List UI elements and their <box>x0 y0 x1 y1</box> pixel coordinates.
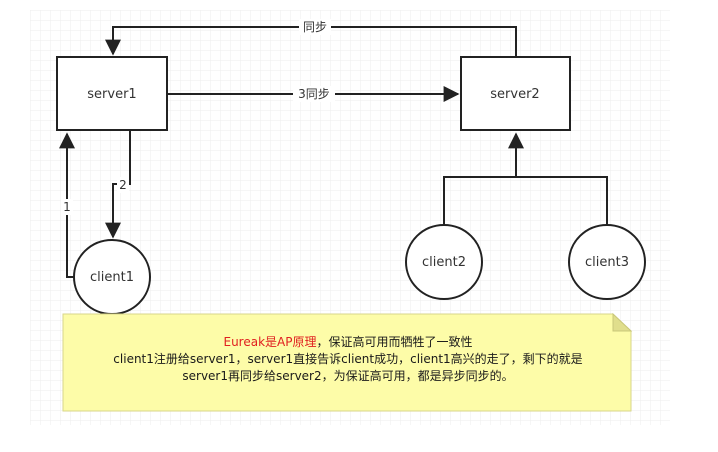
client1-label: client1 <box>90 270 134 285</box>
edge-sync-3-label-bg <box>293 86 335 102</box>
edge-client2-server2 <box>443 132 524 225</box>
note-highlight: Eureak是AP原理 <box>223 335 317 349</box>
note-line-2: client1注册给server1，server1直接告诉client成功，cl… <box>113 352 583 366</box>
edge-step-1-label: 1 <box>63 200 71 214</box>
edge-sync-top-label-bg <box>299 19 331 35</box>
edge-step-1-label-bg <box>61 199 73 215</box>
client2-label: client2 <box>422 255 466 270</box>
server1-label: server1 <box>87 87 136 102</box>
note-shape <box>62 313 632 412</box>
edge-sync-3-label: 3同步 <box>298 87 330 101</box>
edge-sync-top-label: 同步 <box>303 20 327 34</box>
note-line-1: Eureak是AP原理，保证高可用而牺牲了一致性 <box>68 334 628 351</box>
note-line-3: server1再同步给server2，为保证高可用，都是异步同步的。 <box>182 369 514 383</box>
note-text: Eureak是AP原理，保证高可用而牺牲了一致性 client1注册给serve… <box>68 334 628 385</box>
server2-label: server2 <box>490 87 539 102</box>
edge-step-1 <box>59 132 75 278</box>
note-line-1-rest: ，保证高可用而牺牲了一致性 <box>316 335 473 349</box>
note-fold-corner <box>612 312 633 332</box>
edge-step-2-label-bg <box>117 177 129 193</box>
edge-client3-server2 <box>516 176 608 225</box>
server1-node[interactable] <box>56 56 168 131</box>
client3-label: client3 <box>585 255 629 270</box>
edge-step-2-label: 2 <box>119 178 127 192</box>
